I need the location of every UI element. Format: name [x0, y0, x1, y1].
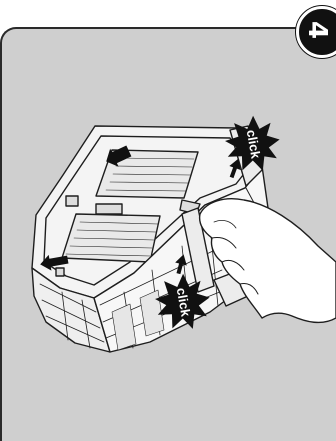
filter-assembly-illustration: click click — [0, 0, 336, 441]
